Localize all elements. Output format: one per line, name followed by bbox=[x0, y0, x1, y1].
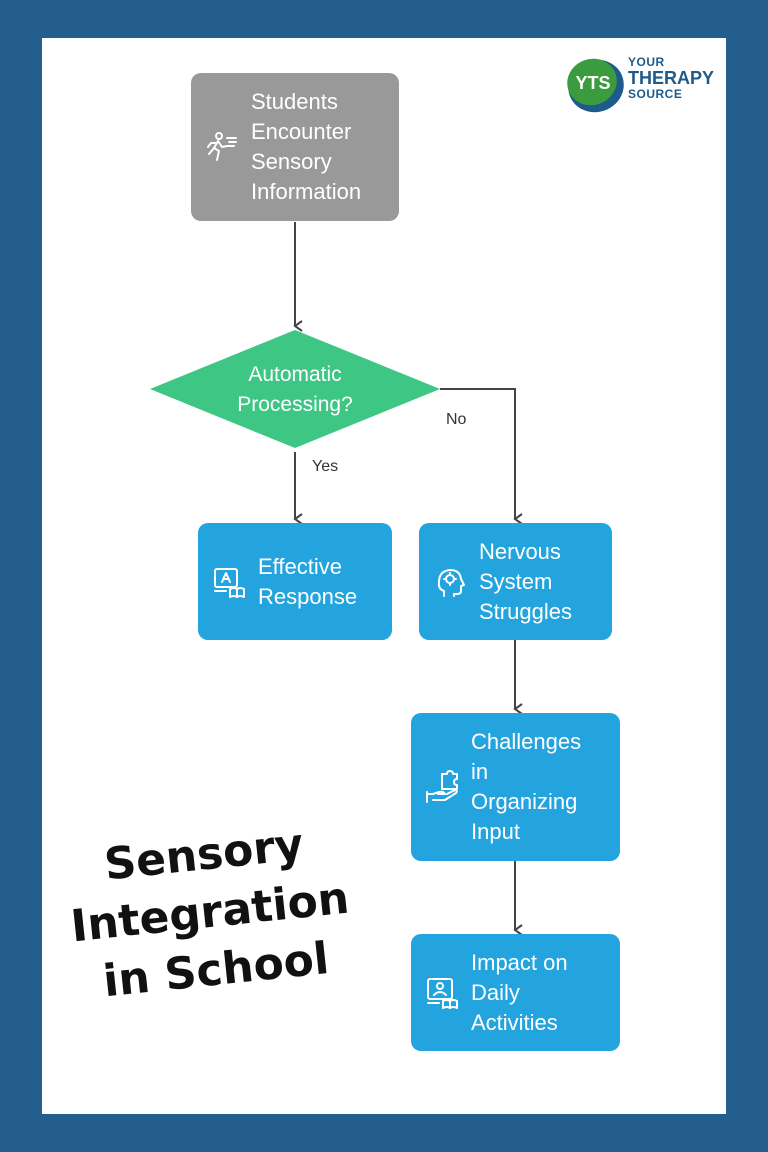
start-node-label: Students Encounter Sensory Information bbox=[251, 89, 362, 204]
connector-no bbox=[440, 388, 523, 525]
impact-label: Impact on Daily Activities bbox=[471, 949, 568, 1035]
nervous-system-node: Nervous System Struggles bbox=[419, 523, 612, 640]
logo-line3: SOURCE bbox=[628, 87, 683, 101]
decision-diamond bbox=[150, 330, 440, 448]
nervous-system-label: Nervous System Struggles bbox=[479, 538, 572, 624]
reading-screen-icon bbox=[212, 565, 246, 599]
challenges-node: Challenges in Organizing Input bbox=[411, 713, 620, 861]
your-therapy-source-logo: YTS bbox=[567, 58, 624, 113]
hand-puzzle-icon bbox=[425, 770, 459, 804]
logo-line2: THERAPY bbox=[628, 68, 715, 88]
logo-wordmark: YOUR THERAPY SOURCE bbox=[628, 56, 714, 100]
logo-line1: YOUR bbox=[628, 55, 665, 69]
yes-edge-label: Yes bbox=[312, 458, 339, 475]
running-person-icon bbox=[205, 130, 239, 164]
person-board-icon bbox=[425, 976, 459, 1010]
no-edge-label: No bbox=[446, 411, 467, 428]
challenges-label: Challenges in Organizing Input bbox=[471, 729, 582, 844]
logo-badge: YTS bbox=[575, 73, 610, 93]
head-brain-icon bbox=[433, 565, 467, 599]
start-node: Students Encounter Sensory Information bbox=[191, 73, 399, 221]
diagram-caption: Sensory Integration in School bbox=[68, 819, 352, 1008]
effective-response-node: Effective Response bbox=[198, 523, 392, 640]
decision-label: Automatic Processing? bbox=[237, 363, 353, 416]
impact-node: Impact on Daily Activities bbox=[411, 934, 620, 1051]
effective-response-label: Effective Response bbox=[258, 553, 358, 609]
